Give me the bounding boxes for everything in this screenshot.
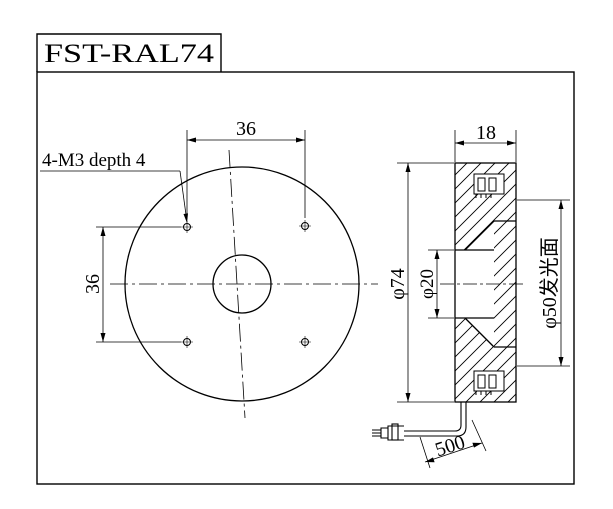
dim-hole-spacing-horizontal [186,130,306,219]
section-outline [454,162,517,403]
led-pocket-top [473,173,505,198]
cable [372,402,467,441]
dim-hole-spacing-vertical [96,226,181,343]
drawing-frame [36,33,575,485]
hole-callout-leader [40,170,188,223]
dim-outer-diameter [397,162,454,403]
dim-label-18: 18 [476,122,496,144]
dim-inner-diameter [428,249,454,319]
dim-label-phi74: φ74 [387,268,409,300]
dim-cable-length [419,419,487,469]
front-view: 36 36 4-M3 depth 4 [40,118,378,419]
hole-callout-text: 4-M3 depth 4 [42,150,146,171]
led-pocket-bottom [473,370,505,395]
model-title: FST-RAL74 [44,39,214,68]
section-hatch [455,163,516,402]
dim-label-phi50-emitting: φ50发光面 [538,237,561,329]
mounting-hole-top-right [299,220,311,232]
dim-label-36-vertical: 36 [82,274,104,294]
mounting-hole-bottom-right [299,336,311,348]
dim-label-phi20: φ20 [417,269,438,299]
dim-thickness [454,130,517,162]
side-view: 18 φ74 φ20 φ50发光面 [372,122,570,469]
mounting-hole-bottom-left [181,336,193,348]
dim-label-36-horizontal: 36 [236,118,256,140]
dim-emitting-diameter [517,199,570,367]
center-lines [110,149,378,419]
